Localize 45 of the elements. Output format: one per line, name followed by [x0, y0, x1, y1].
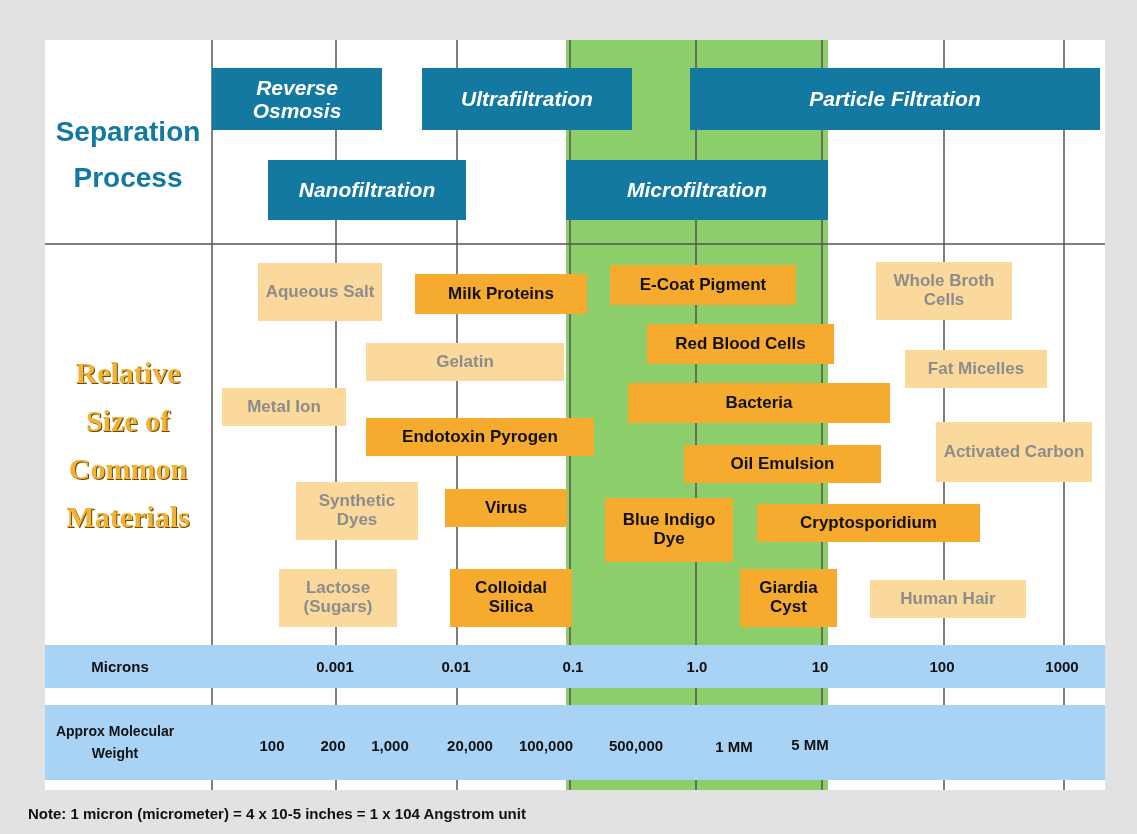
scale-value: 100 [929, 657, 955, 675]
material-size-bar: Virus [445, 489, 567, 527]
scale-value: 0.01 [441, 657, 471, 675]
scale-value: 5 MM [791, 735, 829, 753]
material-size-bar: E-Coat Pigment [610, 265, 796, 305]
material-size-bar: Colloidal Silica [450, 569, 572, 627]
material-size-bar: Bacteria [628, 383, 890, 423]
process-bar: Nanofiltration [268, 160, 466, 220]
material-size-bar: Fat Micelles [905, 350, 1047, 388]
material-size-bar: Cryptosporidium [757, 504, 980, 542]
scale-value: 20,000 [447, 736, 493, 754]
material-size-bar: Aqueous Salt [258, 263, 382, 321]
scale-value: 1 MM [715, 737, 753, 755]
material-size-bar: Gelatin [366, 343, 564, 381]
material-size-bar: Blue Indigo Dye [605, 498, 733, 562]
scale-value: 200 [320, 736, 346, 754]
material-size-bar: Giardia Cyst [740, 569, 837, 627]
scale-value: 1000 [1045, 657, 1079, 675]
process-bar: Reverse Osmosis [212, 68, 382, 130]
material-size-bar: Metal Ion [222, 388, 346, 426]
scale-value: 0.001 [316, 657, 354, 675]
material-size-bar: Lactose (Sugars) [279, 569, 397, 627]
scale-heading: Microns [91, 657, 149, 675]
process-bar: Microfiltration [566, 160, 828, 220]
process-bar: Particle Filtration [690, 68, 1100, 130]
scale-value: 500,000 [608, 736, 664, 754]
material-size-bar: Synthetic Dyes [296, 482, 418, 540]
scale-value: 100 [259, 736, 285, 754]
material-size-bar: Red Blood Cells [647, 324, 834, 364]
material-size-bar: Milk Proteins [415, 274, 587, 314]
scale-value: 1,000 [371, 736, 409, 754]
scale-heading: Approx Molecular Weight [54, 721, 176, 763]
material-size-bar: Oil Emulsion [684, 445, 881, 483]
material-size-bar: Endotoxin Pyrogen [366, 418, 594, 456]
scale-value: 1.0 [686, 657, 708, 675]
process-bar: Ultrafiltration [422, 68, 632, 130]
scale-value: 100,000 [518, 736, 574, 754]
footnote: Note: 1 micron (micrometer) = 4 x 10-5 inches = 1 x 104 Angstrom unit [28, 805, 526, 822]
material-size-bar: Activated Carbon [936, 422, 1092, 482]
section-heading: Separation Process [54, 114, 202, 195]
section-heading: Relative Size of Common Materials [65, 355, 191, 535]
scale-value: 0.1 [562, 657, 584, 675]
material-size-bar: Human Hair [870, 580, 1026, 618]
scale-value: 10 [811, 657, 829, 675]
material-size-bar: Whole Broth Cells [876, 262, 1012, 320]
